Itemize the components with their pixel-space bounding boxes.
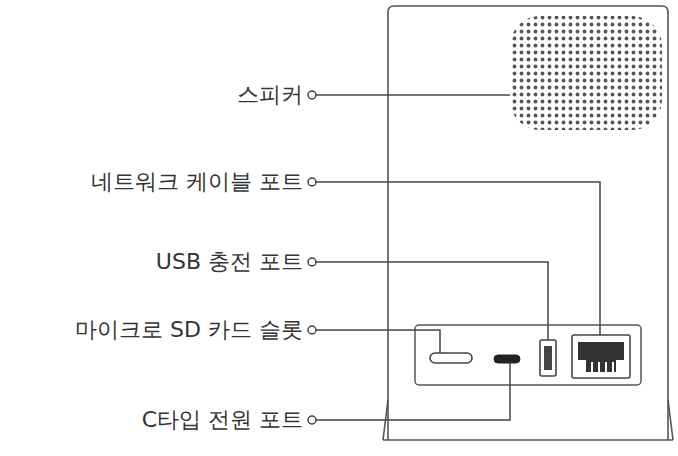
leader-line [316, 330, 440, 353]
port-panel [415, 325, 641, 385]
leader-dot [308, 416, 316, 424]
usb-a-tongue [544, 346, 552, 370]
rj45-pins [592, 362, 613, 372]
part-label: 스피커 [237, 82, 303, 108]
usb-c-port [494, 355, 520, 363]
part-label: 네트워크 케이블 포트 [91, 169, 303, 195]
leader-dot [308, 326, 316, 334]
leader-dot [308, 178, 316, 186]
leader-line [316, 363, 510, 420]
part-label: 마이크로 SD 카드 슬롯 [75, 317, 303, 343]
part-label: USB 충전 포트 [156, 249, 303, 275]
leader-line [316, 262, 548, 340]
rj45-port [572, 335, 630, 378]
leader-dot [308, 91, 316, 99]
leader-line [316, 182, 600, 335]
usb-a-port [540, 340, 556, 376]
leader-line [316, 94, 510, 96]
speaker-grille [510, 16, 662, 130]
rj45-socket [578, 342, 624, 372]
part-label: C타입 전원 포트 [142, 407, 303, 433]
sd-slot [430, 353, 472, 363]
device-housing [388, 6, 668, 440]
leader-dot [308, 258, 316, 266]
